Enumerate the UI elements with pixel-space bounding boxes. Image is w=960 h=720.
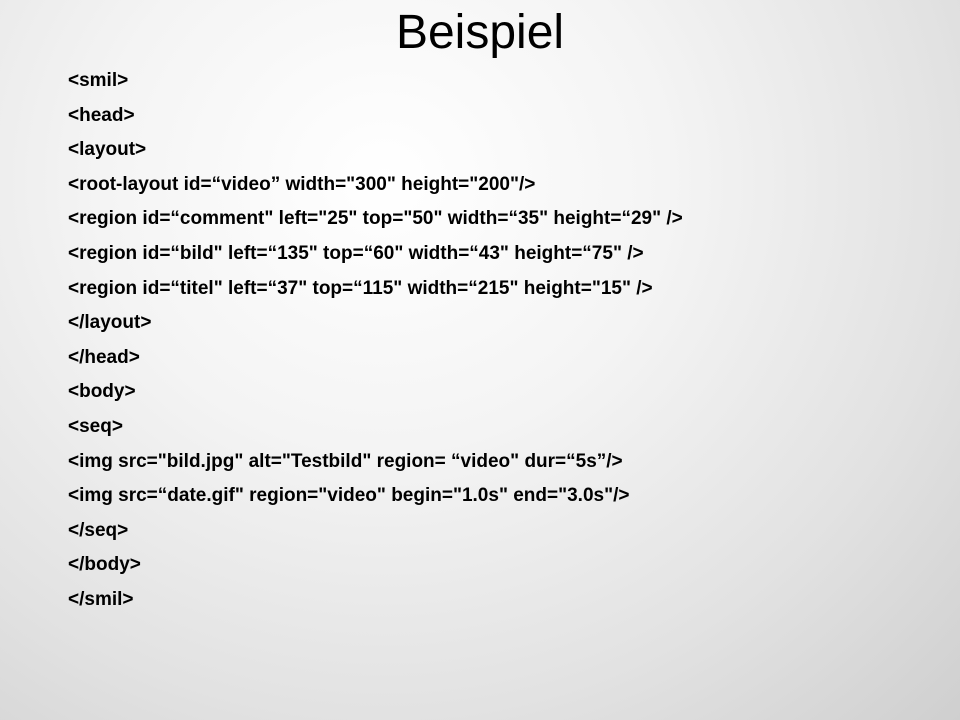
code-line-smil-open: <smil> <box>68 70 129 91</box>
code-line-region-bild: <region id=“bild" left=“135" top=“60" wi… <box>68 242 644 264</box>
code-line-head-open: <head> <box>68 104 135 126</box>
code-line-seq-close: </seq> <box>68 519 129 541</box>
code-line-img-bild: <img src="bild.jpg" alt="Testbild" regio… <box>68 450 623 472</box>
code-line-smil-close: </smil> <box>68 588 134 610</box>
code-line-layout-open: <layout> <box>68 139 147 161</box>
slide-title: Beispiel <box>395 6 565 59</box>
code-line-body-close: </body> <box>68 554 141 576</box>
code-listing: <smil> <head> <layout> <root-layout id=“… <box>68 64 683 618</box>
code-line-layout-close: </layout> <box>68 312 152 334</box>
code-line-img-date: <img src=“date.gif" region="video" begin… <box>68 485 630 507</box>
code-line-root-layout: <root-layout id=“video” width="300" heig… <box>68 173 536 195</box>
code-line-head-close: </head> <box>68 346 140 368</box>
code-line-region-titel: <region id=“titel" left=“37" top=“115" w… <box>68 277 653 299</box>
code-line-region-comment: <region id=“comment" left="25" top="50" … <box>68 208 683 230</box>
code-line-body-open: <body> <box>68 381 136 403</box>
code-line-seq-open: <seq> <box>68 415 123 437</box>
